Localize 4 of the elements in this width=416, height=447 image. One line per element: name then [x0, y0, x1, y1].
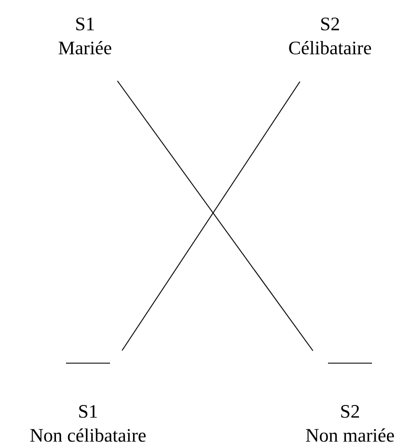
corner-label: S1 Non célibataire — [30, 362, 146, 442]
corner-label: S2 Non mariée — [306, 362, 394, 442]
corner-label: S1 Mariée — [58, 18, 112, 54]
corner-label: S2 Célibataire — [289, 18, 372, 54]
